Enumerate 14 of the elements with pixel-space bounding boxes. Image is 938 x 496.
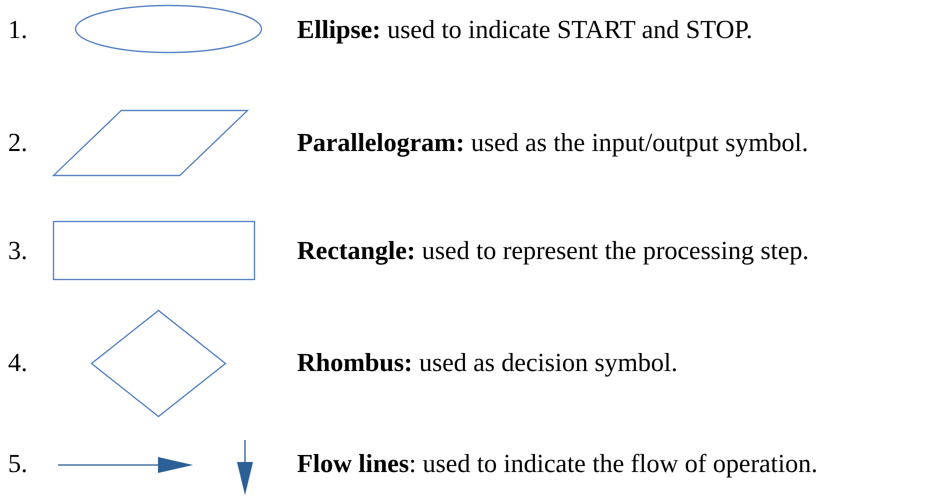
symbol-description: Flow lines: used to indicate the flow of operation. bbox=[297, 449, 818, 479]
diamond-symbol bbox=[91, 310, 226, 417]
symbol-description: Parallelogram: used as the input/output symbol. bbox=[297, 128, 808, 158]
ellipse-symbol bbox=[75, 5, 262, 53]
symbol-description: Rhombus: used as decision symbol. bbox=[297, 348, 678, 378]
parallelogram-symbol bbox=[53, 110, 248, 176]
symbol-description: Ellipse: used to indicate START and STOP. bbox=[297, 15, 752, 45]
step-number: 3. bbox=[8, 236, 28, 266]
step-number: 2. bbox=[8, 128, 28, 158]
step-number: 4. bbox=[8, 348, 28, 378]
step-number: 5. bbox=[8, 449, 28, 479]
box-symbol bbox=[53, 221, 255, 280]
step-number: 1. bbox=[8, 15, 28, 45]
symbol-description: Rectangle: used to represent the processing step. bbox=[297, 236, 809, 266]
